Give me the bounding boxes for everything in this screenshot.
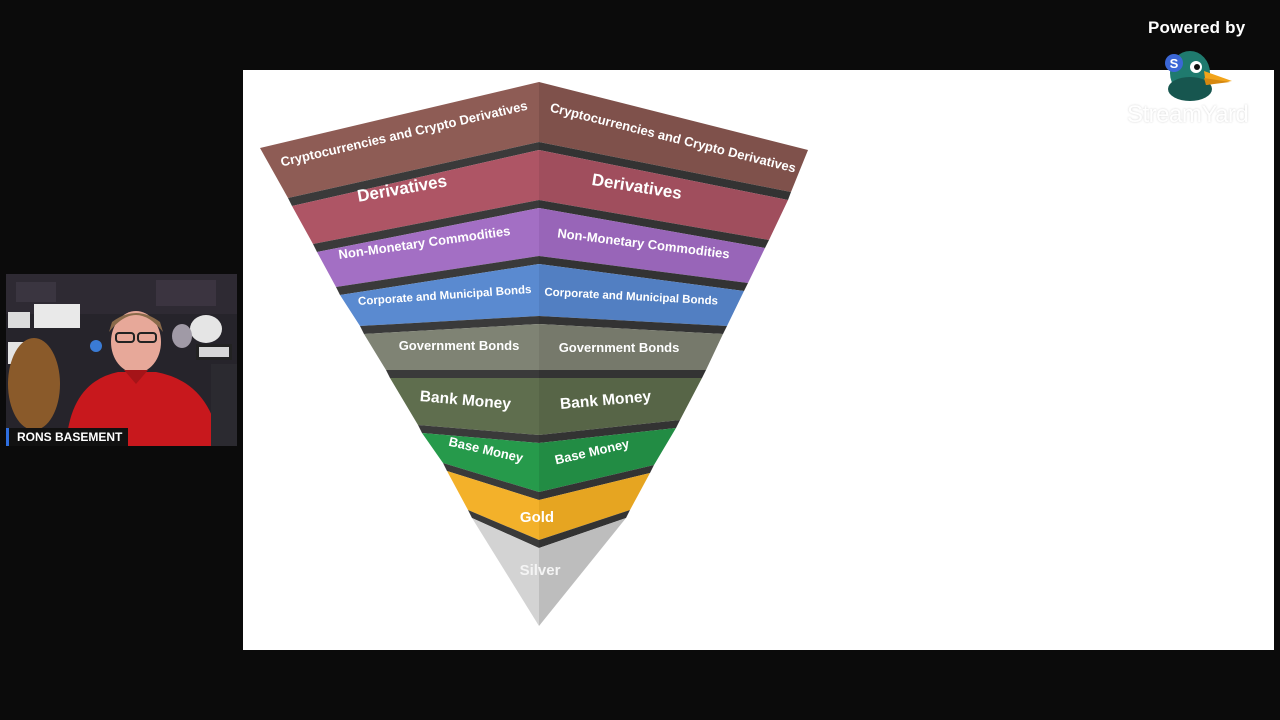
layer-crypto	[260, 82, 808, 206]
label-silver: Silver	[520, 562, 561, 579]
layer-government-bonds	[364, 324, 723, 378]
layer-derivatives	[292, 150, 788, 252]
label-right-government-bonds: Government Bonds	[559, 340, 680, 355]
label-gold: Gold	[520, 509, 554, 526]
presenter-camera-feed	[6, 274, 237, 446]
inverted-pyramid-diagram: Cryptocurrencies and Crypto Derivatives …	[260, 82, 808, 626]
layer-gold	[447, 471, 650, 548]
duck-logo-icon: S	[1165, 51, 1232, 101]
camera-name-tag: RONS BASEMENT	[6, 428, 129, 446]
layer-bank-money	[390, 378, 702, 443]
webcam-image	[6, 274, 237, 446]
presentation-slide: Cryptocurrencies and Crypto Derivatives …	[243, 70, 1274, 650]
streamyard-wordmark: StreamYard	[1127, 101, 1249, 128]
layer-corporate-bonds	[340, 264, 744, 334]
label-left-government-bonds: Government Bonds	[399, 338, 520, 353]
layer-base-money	[422, 428, 676, 500]
svg-text:S: S	[1170, 56, 1179, 71]
layer-silver	[472, 518, 626, 626]
powered-by-text: Powered by	[1148, 18, 1246, 37]
layer-commodities	[317, 208, 765, 295]
